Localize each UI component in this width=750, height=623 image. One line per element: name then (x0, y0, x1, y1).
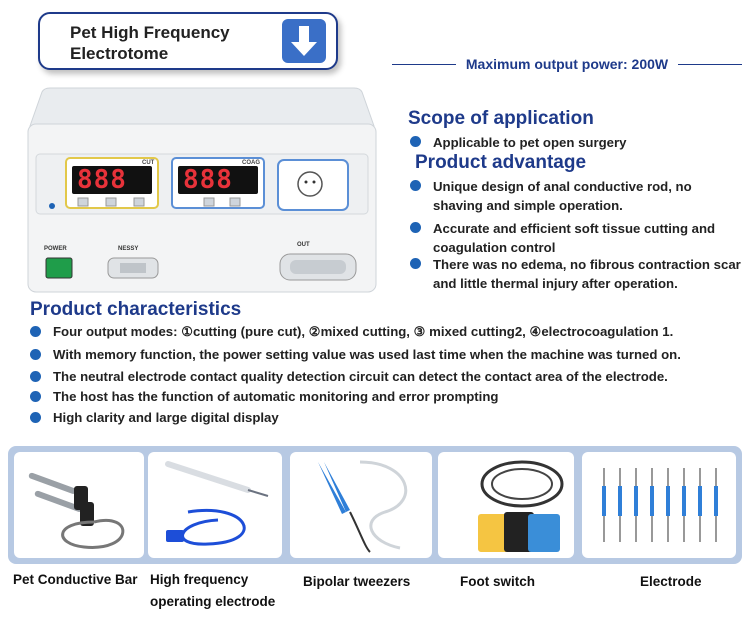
advantage-heading: Product advantage (415, 152, 587, 173)
conductive-bar-image (14, 452, 144, 558)
bullet-icon (30, 326, 41, 337)
list-item: Four output modes: ①cutting (pure cut), … (30, 322, 673, 341)
device-image: CUT COAG 888 888 POWER NESSY OUT (22, 86, 382, 296)
list-item: Applicable to pet open surgery (410, 133, 740, 152)
down-arrow-icon (282, 19, 326, 63)
list-item: Accurate and efficient soft tissue cutti… (410, 219, 745, 257)
scope-heading: Scope of application (408, 108, 594, 129)
nessy-label: NESSY (118, 246, 139, 252)
power-label: POWER (44, 246, 67, 252)
max-power-text: Maximum output power: 200W (465, 56, 669, 72)
bullet-icon (30, 412, 41, 423)
coag-label: COAG (242, 160, 260, 166)
bullet-icon (30, 371, 41, 382)
bullet-icon (30, 391, 41, 402)
accessory-label: Pet Conductive Bar (13, 572, 138, 587)
operating-electrode-image (148, 452, 282, 558)
foot-switch-image (438, 452, 574, 558)
out-label: OUT (297, 242, 310, 248)
coag-display: 888 (183, 165, 233, 195)
list-item: Unique design of anal conductive rod, no… (410, 177, 745, 215)
bullet-icon (410, 258, 421, 269)
bullet-icon (410, 180, 421, 191)
divider-line (392, 63, 456, 65)
list-item: The host has the function of automatic m… (30, 387, 498, 406)
list-item: With memory function, the power setting … (30, 345, 681, 364)
bullet-icon (410, 136, 421, 147)
accessory-label: Bipolar tweezers (303, 574, 411, 589)
characteristics-heading: Product characteristics (30, 299, 242, 320)
divider-line (678, 63, 743, 65)
accessory-label: Foot switch (460, 574, 535, 589)
list-item: High clarity and large digital display (30, 408, 279, 427)
bipolar-tweezers-image (290, 452, 432, 558)
accessory-label: Electrode (640, 574, 702, 589)
bullet-icon (30, 349, 41, 360)
max-power-row: Maximum output power: 200W (392, 53, 743, 75)
accessory-label: High frequency operating electrode (150, 572, 276, 609)
electrode-image (582, 452, 736, 558)
title-banner: Pet High Frequency Electrotome (38, 12, 338, 70)
cut-label: CUT (142, 160, 155, 166)
list-item: The neutral electrode contact quality de… (30, 367, 668, 386)
list-item: There was no edema, no fibrous contracti… (410, 255, 745, 293)
product-title: Pet High Frequency Electrotome (70, 23, 230, 63)
bullet-icon (410, 222, 421, 233)
cut-display: 888 (77, 165, 127, 195)
